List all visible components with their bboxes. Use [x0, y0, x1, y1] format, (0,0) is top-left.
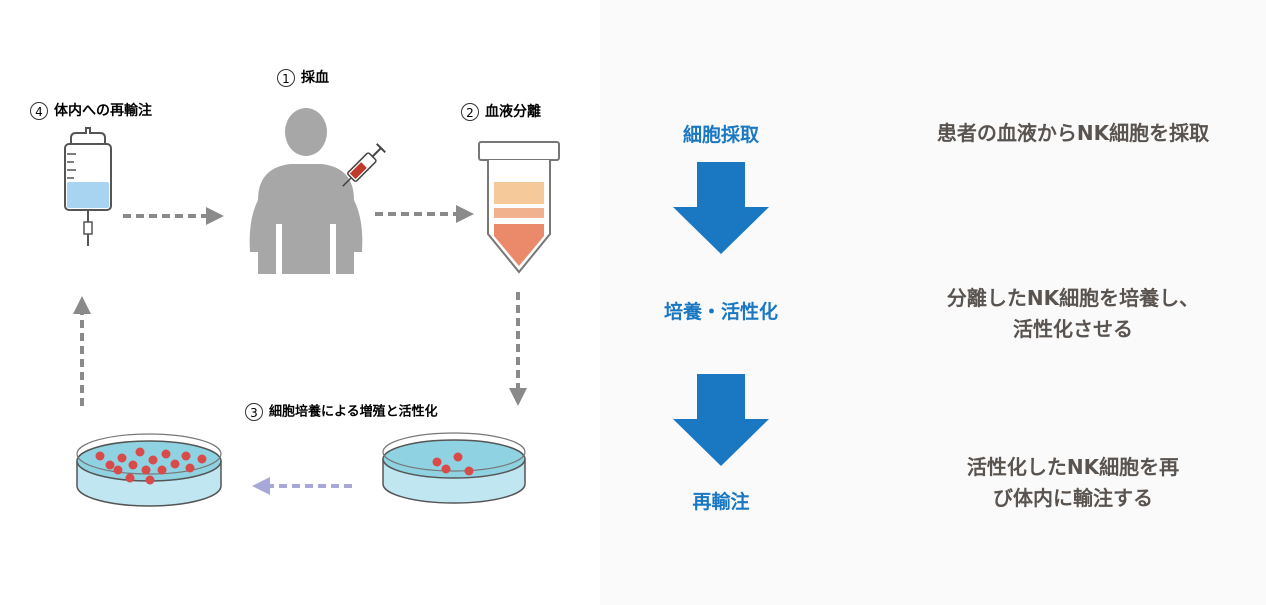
step-number-1: 1 — [277, 69, 295, 87]
arrow-dish-to-dish — [252, 477, 352, 495]
desc-culture-line-2: 活性化させる — [1013, 317, 1133, 341]
step-number-2: 2 — [461, 103, 479, 121]
step-label-3: 3 細胞培養による増殖と活性化 — [245, 403, 438, 421]
step-text-1: 採血 — [301, 70, 329, 86]
flow-stage-culture: 培養・活性化 — [663, 301, 778, 323]
arrow-iv-to-patient — [123, 207, 224, 225]
desc-reinfusion-line-1: 活性化したNK細胞を再 — [966, 455, 1180, 479]
arrow-dish-to-iv — [73, 296, 91, 406]
step-text-3: 細胞培養による増殖と活性化 — [269, 404, 438, 420]
flow-down-arrow-1 — [673, 162, 769, 254]
flow-stage-reinfusion: 再輸注 — [692, 491, 750, 513]
flow-down-arrow-2 — [673, 374, 769, 466]
step-label-1: 1 採血 — [277, 69, 329, 87]
desc-reinfusion: 活性化したNK細胞を再 び体内に輸注する — [913, 452, 1233, 514]
desc-harvest: 患者の血液からNK細胞を採取 — [913, 118, 1233, 149]
petri-dish-expanded-icon — [76, 433, 222, 507]
arrow-tube-to-dish — [509, 292, 527, 406]
step-text-4: 体内への再輸注 — [54, 103, 152, 119]
step-number-3: 3 — [245, 403, 263, 421]
arrow-patient-to-tube — [375, 205, 474, 223]
desc-culture: 分離したNK細胞を培養し、 活性化させる — [913, 283, 1233, 345]
step-text-2: 血液分離 — [485, 104, 541, 120]
flow-stage-harvest: 細胞採取 — [682, 124, 759, 146]
desc-harvest-line-1: 患者の血液からNK細胞を採取 — [936, 121, 1210, 145]
desc-reinfusion-line-2: び体内に輸注する — [993, 486, 1153, 510]
step-number-4: 4 — [30, 102, 48, 120]
patient-figure-icon — [249, 108, 363, 274]
petri-dish-initial-icon — [382, 432, 526, 504]
iv-drip-bag-icon — [64, 127, 112, 246]
step-label-4: 4 体内への再輸注 — [30, 102, 152, 120]
desc-culture-line-1: 分離したNK細胞を培養し、 — [946, 286, 1200, 310]
step-label-2: 2 血液分離 — [461, 103, 541, 121]
right-panel-background — [600, 0, 1266, 605]
centrifuge-tube-icon — [478, 141, 560, 274]
syringe-icon — [342, 143, 386, 187]
